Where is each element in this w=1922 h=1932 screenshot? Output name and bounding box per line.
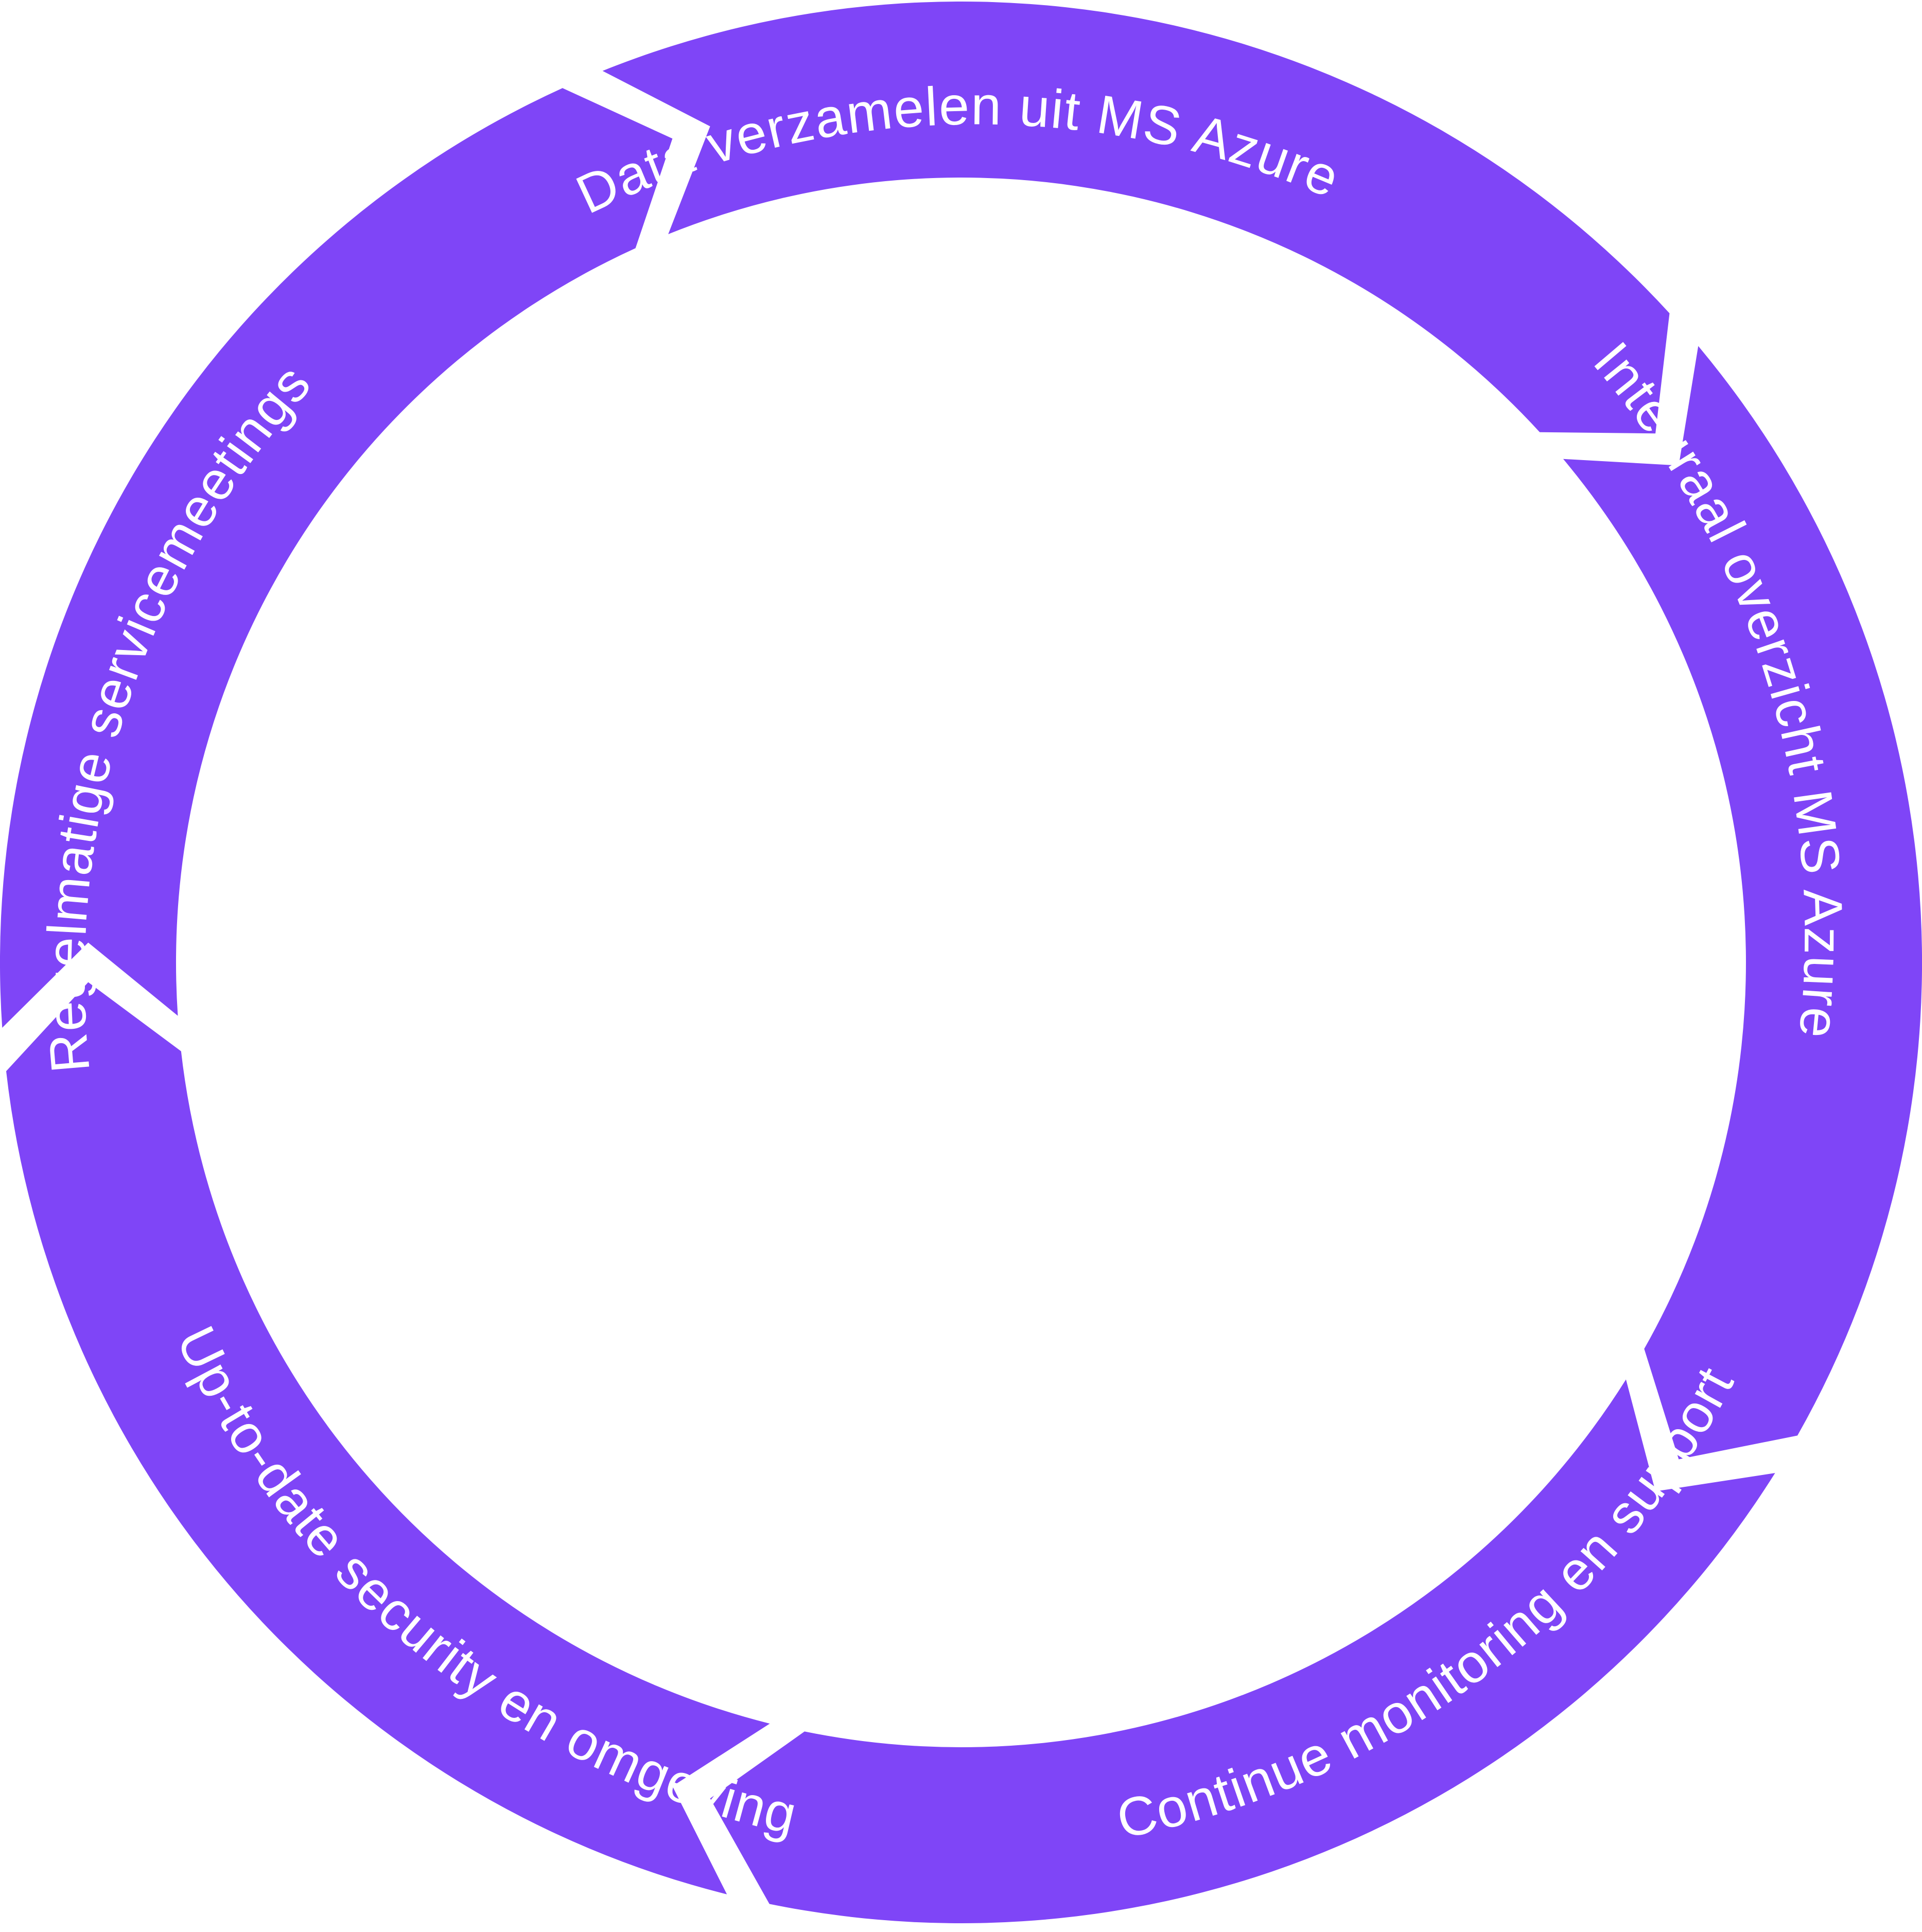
segment-continue-monitoring	[710, 1379, 1775, 1923]
segment-integraal-overzicht	[1563, 346, 1922, 1460]
segment-up-to-date-security	[6, 982, 770, 1894]
segment-data-verzamelen	[602, 1, 1670, 434]
segment-regelmatige-servicemeetings	[0, 88, 673, 1028]
